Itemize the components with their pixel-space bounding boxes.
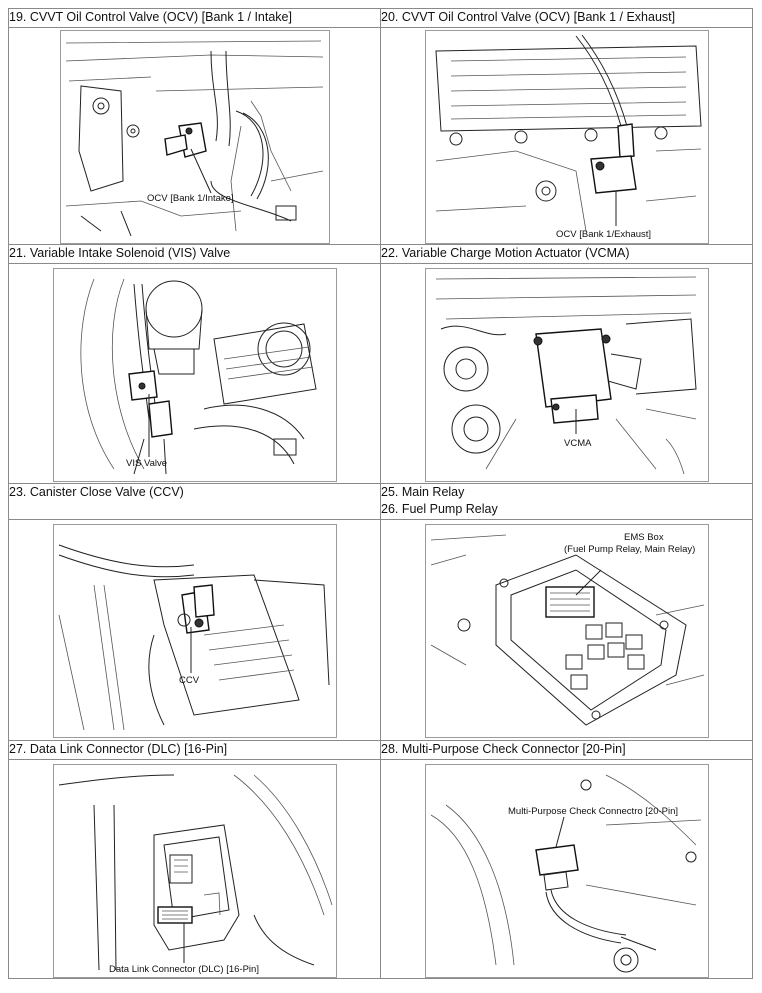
cell-title-23: 23. Canister Close Valve (CCV) [8,483,381,520]
cell-title-28: 28. Multi-Purpose Check Connector [20-Pi… [380,740,753,760]
component-title: 25. Main Relay [381,485,465,499]
figure-callout-line: (Fuel Pump Relay, Main Relay) [564,544,695,555]
cell-title-19: 19. CVVT Oil Control Valve (OCV) [Bank 1… [8,8,381,28]
component-title: 26. Fuel Pump Relay [381,502,498,516]
dlc-diagram: Data Link Connector (DLC) [16-Pin] [52,764,337,978]
component-title: 22. Variable Charge Motion Actuator (VCM… [381,246,630,260]
ems-box-diagram: EMS Box (Fuel Pump Relay, Main Relay) [424,524,709,738]
figure-callout: OCV [Bank 1/Intake] [147,193,234,204]
ccv-diagram: CCV [52,524,337,738]
figure-callout: Multi-Purpose Check Connectro [20-Pin] [508,806,678,817]
intake-ocv-diagram: OCV [Bank 1/Intake] [59,30,330,244]
cell-figure-23: CCV [8,519,381,741]
figure-callout: VCMA [564,438,592,449]
cell-figure-21: VIS Valve [8,263,381,484]
component-title: 28. Multi-Purpose Check Connector [20-Pi… [381,742,626,756]
component-title: 19. CVVT Oil Control Valve (OCV) [Bank 1… [9,10,292,24]
cell-title-21: 21. Variable Intake Solenoid (VIS) Valve [8,244,381,264]
cell-figure-20: OCV [Bank 1/Exhaust] [380,27,753,245]
component-title: 23. Canister Close Valve (CCV) [9,485,184,499]
figure-callout: CCV [179,675,200,686]
check-connector-diagram: Multi-Purpose Check Connectro [20-Pin] [424,764,709,978]
component-title: 27. Data Link Connector (DLC) [16-Pin] [9,742,228,756]
cell-title-25-26: 25. Main Relay 26. Fuel Pump Relay [380,483,753,520]
cell-title-20: 20. CVVT Oil Control Valve (OCV) [Bank 1… [380,8,753,28]
cell-figure-27: Data Link Connector (DLC) [16-Pin] [8,759,381,979]
cell-figure-22: VCMA [380,263,753,484]
cell-figure-28: Multi-Purpose Check Connectro [20-Pin] [380,759,753,979]
component-title: 20. CVVT Oil Control Valve (OCV) [Bank 1… [381,10,676,24]
component-location-table: 19. CVVT Oil Control Valve (OCV) [Bank 1… [8,8,753,979]
cell-title-27: 27. Data Link Connector (DLC) [16-Pin] [8,740,381,760]
cell-title-22: 22. Variable Charge Motion Actuator (VCM… [380,244,753,264]
exhaust-ocv-diagram: OCV [Bank 1/Exhaust] [424,30,709,244]
vis-valve-diagram: VIS Valve [52,268,337,482]
cell-figure-19: OCV [Bank 1/Intake] [8,27,381,245]
figure-callout: VIS Valve [126,458,167,469]
figure-callout: OCV [Bank 1/Exhaust] [556,229,651,240]
figure-callout-line: EMS Box [624,532,664,543]
vcma-diagram: VCMA [424,268,709,482]
component-title: 21. Variable Intake Solenoid (VIS) Valve [9,246,231,260]
figure-callout: Data Link Connector (DLC) [16-Pin] [109,964,259,975]
cell-figure-25-26: EMS Box (Fuel Pump Relay, Main Relay) [380,519,753,741]
